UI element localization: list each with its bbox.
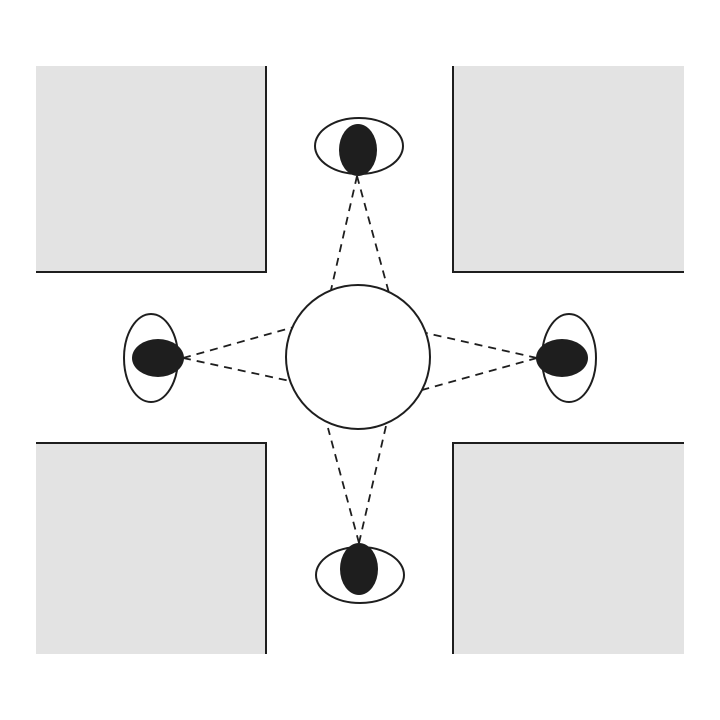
observer-top-head bbox=[339, 124, 377, 176]
observer-top bbox=[314, 117, 404, 176]
block-bottom-left bbox=[36, 443, 266, 654]
sight-line-bottom-right bbox=[358, 425, 387, 544]
block-top-right bbox=[453, 66, 684, 272]
sight-line-right-bottom bbox=[421, 357, 538, 391]
sight-line-right-top bbox=[425, 332, 538, 359]
edge-bottom-left bbox=[36, 442, 267, 654]
observer-bottom-head bbox=[340, 543, 378, 595]
edge-bottom-right bbox=[452, 442, 684, 654]
observer-right bbox=[536, 313, 597, 403]
sight-lines bbox=[182, 175, 538, 544]
block-bottom-right bbox=[453, 443, 684, 654]
sight-line-top-left bbox=[330, 175, 358, 291]
observer-left bbox=[123, 313, 184, 403]
city-blocks bbox=[36, 66, 684, 654]
sight-line-bottom-left bbox=[327, 427, 360, 544]
edge-top-left bbox=[36, 66, 267, 273]
observer-bottom bbox=[315, 543, 405, 604]
sight-line-left-top bbox=[182, 326, 295, 359]
sight-line-top-right bbox=[356, 175, 390, 294]
block-top-left bbox=[36, 66, 266, 272]
edge-top-right bbox=[452, 66, 684, 273]
block-edges bbox=[36, 66, 684, 654]
center-circle bbox=[285, 284, 431, 430]
sight-line-left-bottom bbox=[182, 357, 291, 382]
observer-left-head bbox=[132, 339, 184, 377]
observer-right-head bbox=[536, 339, 588, 377]
